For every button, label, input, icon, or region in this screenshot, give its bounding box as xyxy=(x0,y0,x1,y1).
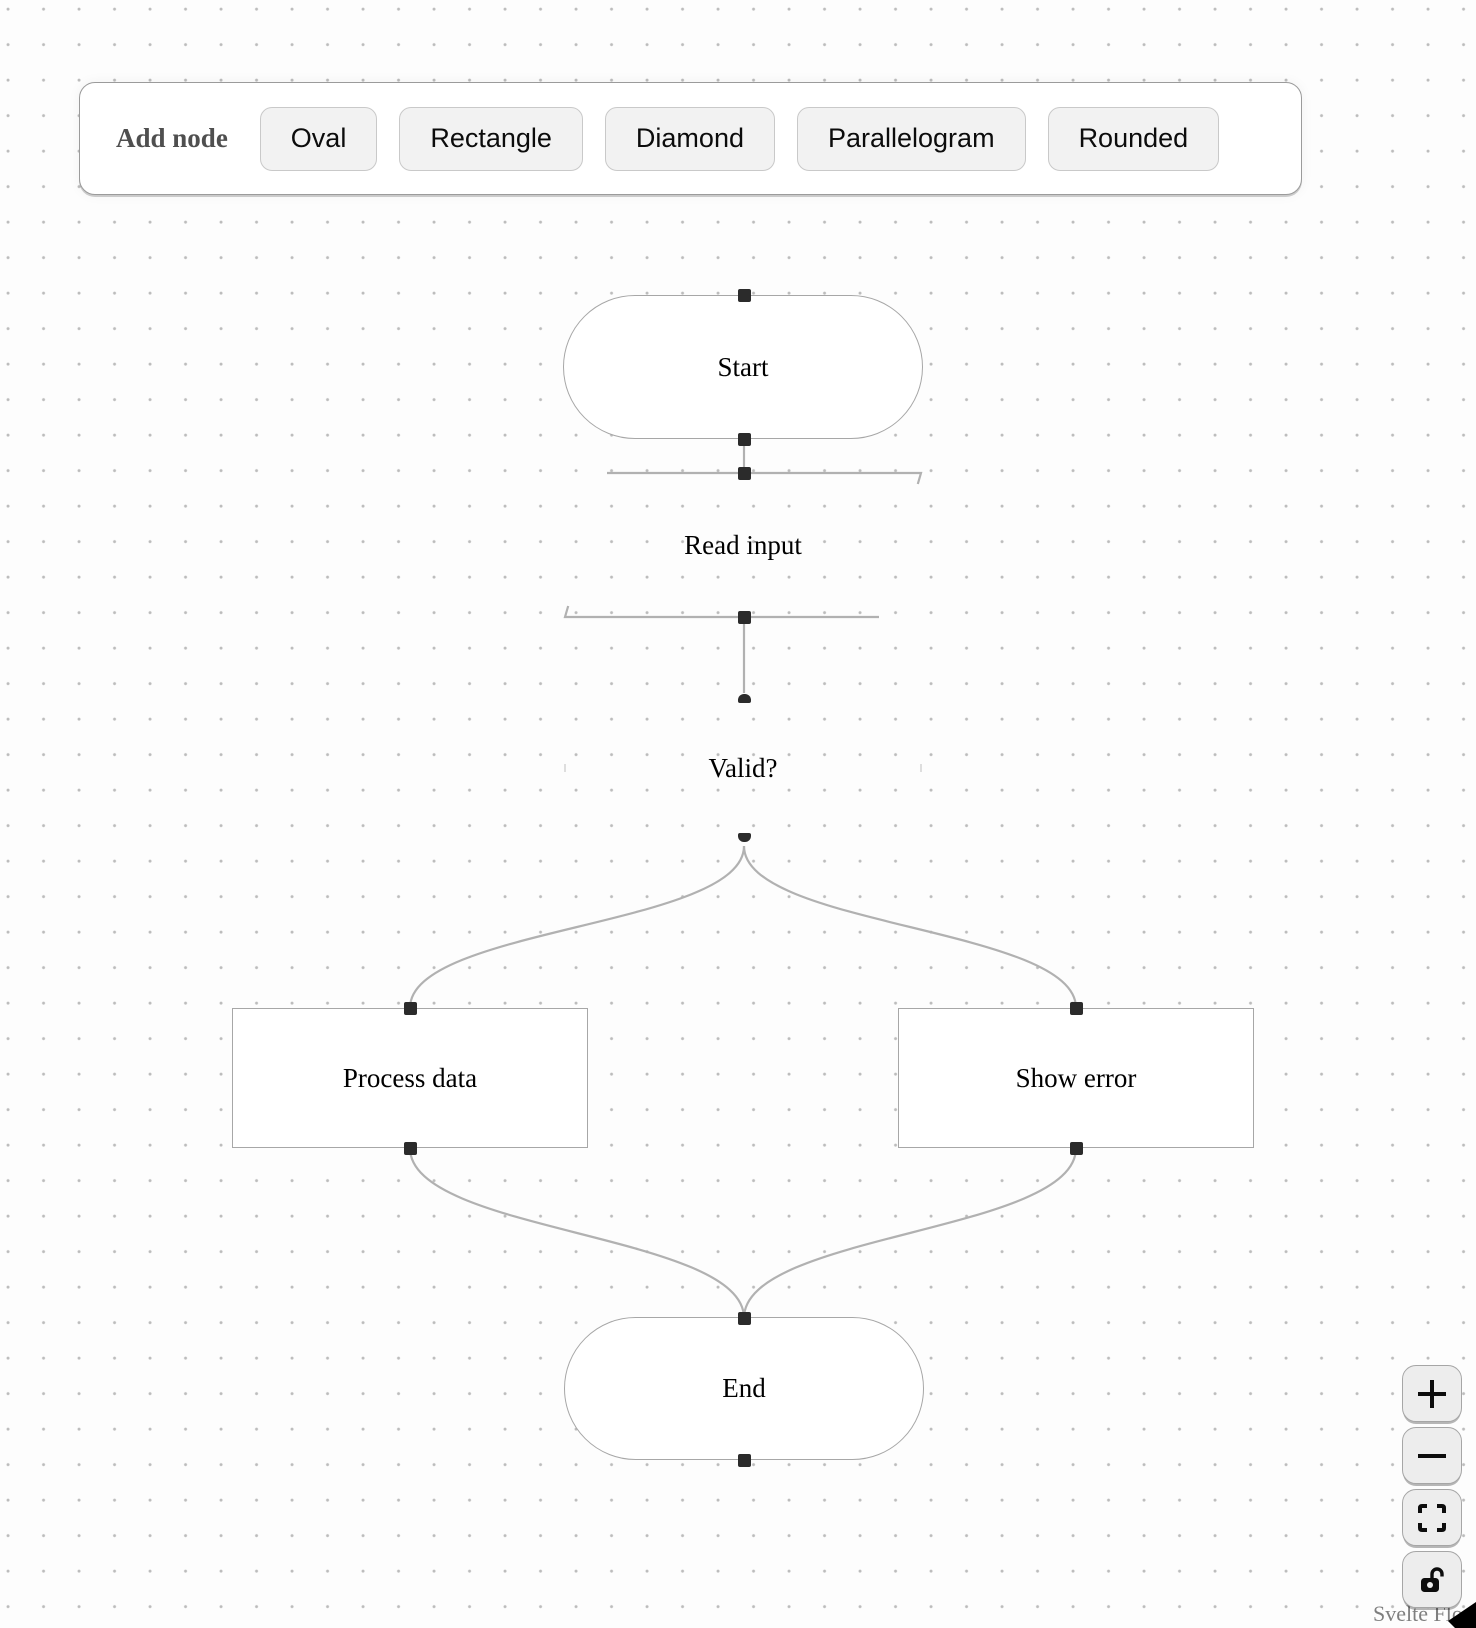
fit-view-icon xyxy=(1418,1503,1446,1532)
edge-valid-error[interactable] xyxy=(742,845,1078,1009)
node-valid[interactable]: Valid? xyxy=(565,697,921,840)
handle-start-bottom[interactable] xyxy=(737,432,751,446)
zoom-in-button[interactable] xyxy=(1402,1365,1462,1422)
handle-process-bottom[interactable] xyxy=(403,1141,417,1155)
node-start-label: Start xyxy=(717,351,769,382)
node-read-input-label: Read input xyxy=(684,529,802,560)
zoom-out-button[interactable] xyxy=(1402,1427,1462,1484)
handle-read-input-bottom[interactable] xyxy=(737,610,751,624)
node-read-input[interactable]: Read input xyxy=(565,473,921,617)
edge-process-end[interactable] xyxy=(408,1147,746,1319)
handle-error-bottom[interactable] xyxy=(1069,1141,1083,1155)
unlock-icon xyxy=(1421,1566,1444,1592)
parallelogram-top-border xyxy=(607,471,923,485)
plus-icon xyxy=(1418,1379,1446,1408)
node-end[interactable]: End xyxy=(564,1317,924,1460)
node-end-label: End xyxy=(722,1373,766,1403)
node-process-data-label: Process data xyxy=(342,1062,478,1093)
node-start[interactable]: Start xyxy=(563,295,923,439)
handle-end-top[interactable] xyxy=(737,1311,751,1325)
node-valid-label: Valid? xyxy=(708,753,778,783)
edge-error-end[interactable] xyxy=(742,1147,1078,1319)
flow-controls xyxy=(1402,1365,1462,1608)
add-rectangle-button[interactable]: Rectangle xyxy=(399,106,583,171)
add-oval-button[interactable]: Oval xyxy=(259,106,378,171)
add-rounded-button[interactable]: Rounded xyxy=(1047,106,1220,171)
add-node-toolbar: Add node Oval Rectangle Diamond Parallel… xyxy=(79,82,1302,195)
handle-valid-top[interactable] xyxy=(737,693,751,703)
edge-valid-process[interactable] xyxy=(408,845,746,1009)
fit-view-button[interactable] xyxy=(1402,1489,1462,1546)
handle-valid-bottom[interactable] xyxy=(737,832,751,842)
handle-end-bottom[interactable] xyxy=(737,1453,751,1467)
add-diamond-button[interactable]: Diamond xyxy=(604,106,775,171)
parallelogram-bottom-border xyxy=(563,605,879,619)
add-node-label: Add node xyxy=(116,123,228,153)
handle-read-input-top[interactable] xyxy=(737,466,751,480)
handle-process-top[interactable] xyxy=(403,1001,417,1015)
add-parallelogram-button[interactable]: Parallelogram xyxy=(796,106,1026,171)
handle-error-top[interactable] xyxy=(1069,1001,1083,1015)
minus-icon xyxy=(1418,1453,1446,1458)
node-process-data[interactable]: Process data xyxy=(232,1008,588,1148)
handle-start-top[interactable] xyxy=(737,288,751,302)
node-show-error[interactable]: Show error xyxy=(898,1008,1254,1148)
node-show-error-label: Show error xyxy=(1015,1062,1137,1093)
lock-toggle-button[interactable] xyxy=(1402,1551,1462,1608)
